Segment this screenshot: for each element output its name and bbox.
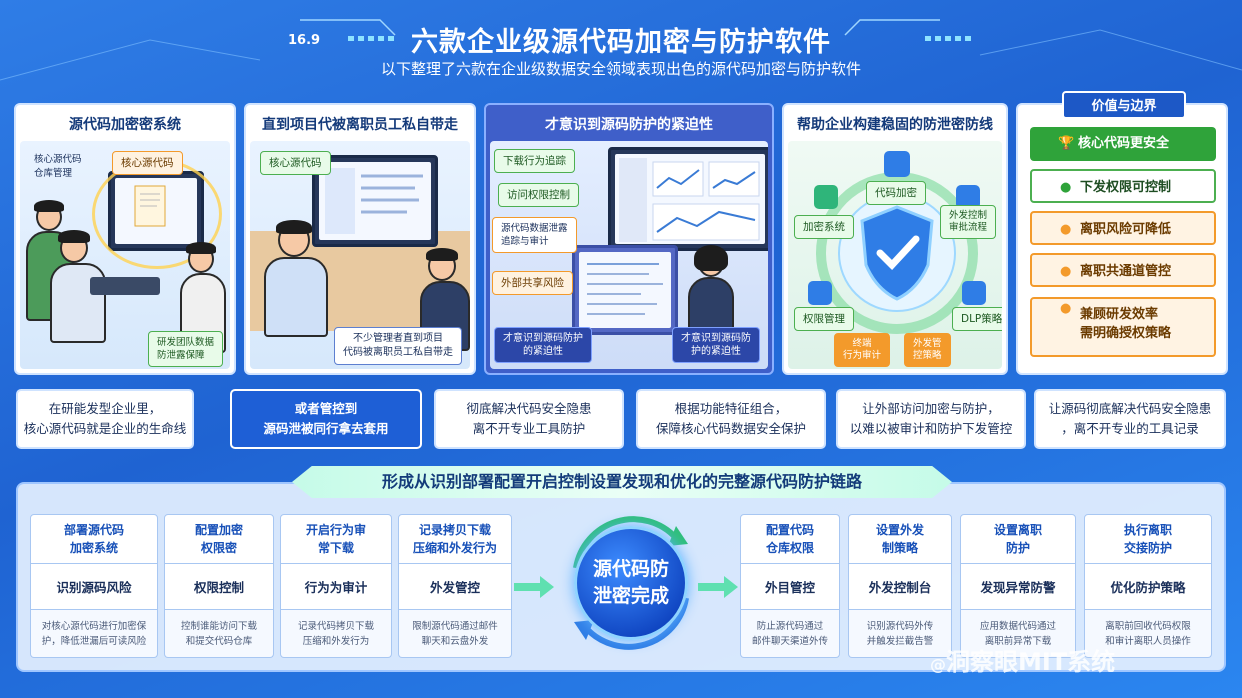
outgoing-tag: 外发控制 审批流程: [940, 205, 997, 239]
caption-card: 让外部访问加密与防护， 以难以被审计和防护下发管控: [836, 389, 1026, 449]
urgency-tag: 才意识到源码防护 的紧迫性: [494, 327, 592, 363]
urgency-tag: 才意识到源码防 护的紧迫性: [672, 327, 760, 363]
download-tag: 下载行为追踪: [494, 149, 575, 173]
value-heading: 价值与边界: [1062, 91, 1186, 119]
value-item: ● 离职风险可降低: [1030, 211, 1216, 245]
access-tag: 访问权限控制: [498, 183, 579, 207]
value-item: 🏆 核心代码更安全: [1030, 127, 1216, 161]
chain-step: 设置外发制策略 外发控制台 识别源代码外传并触发拦截告警: [848, 514, 952, 658]
chain-step: 执行离职交接防护 优化防护策略 离职前回收代码权限和审计离职人员操作: [1084, 514, 1212, 658]
dlp-tag: DLP策略: [952, 307, 1002, 331]
leak-tag: 源代码数据泄露 追踪与审计: [492, 217, 577, 253]
policy-tag: 外发管 控策略: [904, 333, 951, 367]
page-subtitle: 以下整理了六款在企业级数据安全领域表现出色的源代码加密与防护软件: [380, 60, 861, 78]
panel-title: 才意识到源码防护的紧迫性: [545, 117, 713, 133]
dash-decoration: [348, 36, 398, 41]
pin-icon: ●: [1060, 222, 1072, 237]
panel-defense-line: 帮助企业构建稳固的防泄密防线 代码加密 加密系统 外发控制 审批流程 权限管理 …: [782, 103, 1008, 375]
share-risk-tag: 外部共享风险: [492, 271, 573, 295]
office-scene: 核心源代码仓库管理 核心源代码 研发团队数据 防泄露保障: [20, 141, 230, 369]
panel-title: 直到项目代被离职员工私自带走: [262, 117, 458, 133]
scene-label: 核心源代码仓库管理: [34, 154, 82, 179]
trophy-icon: 🏆: [1058, 136, 1075, 151]
chain-step: 配置代码仓库权限 外目管控 防止源代码通过邮件聊天渠道外传: [740, 514, 840, 658]
laptop-illustration: [572, 245, 678, 335]
caption-card: 彻底解决代码安全隐患 离不开专业工具防护: [434, 389, 624, 449]
version-label: 16.9: [288, 33, 321, 48]
shield-illustration: [808, 151, 986, 334]
value-item: ● 兼顾研发效率 需明确授权策略: [1030, 297, 1216, 357]
caption-card: 根据功能特征组合， 保障核心代码数据安全保护: [636, 389, 826, 449]
departure-tag: 不少管理者直到项目 代码被离职员工私自带走: [334, 327, 462, 365]
caption-card: 或者管控到 源码泄被同行拿去套用: [230, 389, 422, 449]
panel-encryption-system: 源代码加密密系统 核心源代码仓库管理 核心源代码 研发团队数据 防泄露保障: [14, 103, 236, 375]
chain-step: 设置离职防护 发现异常防警 应用数据代码通过离职前异常下载: [960, 514, 1076, 658]
panel-awareness: 才意识到源码防护的紧迫性 下载行为追踪 访问权限控制 源代码数据泄露 追踪与审计…: [484, 103, 774, 375]
center-completion-badge: 源代码防 泄密完成: [574, 526, 688, 640]
header: 16.9 六款企业级源代码加密与防护软件 以下整理了六款在企业级数据安全领域表现…: [0, 0, 1242, 96]
page-title: 六款企业级源代码加密与防护软件: [411, 27, 831, 58]
audit-tag: 终端 行为审计: [834, 333, 891, 367]
permission-tag: 权限管理: [794, 307, 854, 331]
panel-title: 帮助企业构建稳固的防泄密防线: [797, 117, 993, 133]
monitor-illustration: [608, 147, 768, 251]
chain-step: 配置加密权限密 权限控制 控制谁能访问下载和提交代码仓库: [164, 514, 274, 658]
defense-scene: 代码加密 加密系统 外发控制 审批流程 权限管理 DLP策略 终端 行为审计 外…: [788, 141, 1002, 369]
code-encrypt-tag: 代码加密: [866, 181, 926, 205]
cycle-ring-icon: [573, 516, 689, 650]
pin-icon: ●: [1060, 264, 1072, 279]
chain-banner: 形成从识别部署配置开启控制设置发现和优化的完整源代码防护链路: [292, 466, 952, 498]
value-item: ● 离职共通道管控: [1030, 253, 1216, 287]
chain-step: 部署源代码加密系统 识别源码风险 对核心源代码进行加密保护，降低泄漏后可读风险: [30, 514, 158, 658]
panel-title: 源代码加密密系统: [69, 117, 181, 133]
pin-icon: ●: [1060, 180, 1072, 195]
caption-card: 在研能发型企业里， 核心源代码就是企业的生命线: [16, 389, 194, 449]
caption-card: 让源码彻底解决代码安全隐患 ，离不开专业的工具记录: [1034, 389, 1226, 449]
chain-step: 开启行为审常下载 行为为审计 记录代码拷贝下载压缩和外发行为: [280, 514, 392, 658]
watermark: @洞察眼MIT系统: [930, 648, 1116, 676]
monitor-illustration: [312, 155, 438, 247]
dash-decoration: [925, 36, 975, 41]
code-tag: 核心源代码: [260, 151, 331, 175]
value-panel: 价值与边界 🏆 核心代码更安全 ● 下发权限可控制 ● 离职风险可降低 ● 离职…: [1016, 91, 1228, 375]
code-tag: 核心源代码: [112, 151, 183, 175]
protection-tag: 研发团队数据 防泄露保障: [148, 331, 224, 367]
panel-departure-risk: 直到项目代被离职员工私自带走 核心源代码 不少管理者直到项目 代码被离职员工私自…: [244, 103, 476, 375]
value-item: ● 下发权限可控制: [1030, 169, 1216, 203]
chain-step: 记录拷贝下载压缩和外发行为 外发管控 限制源代码通过邮件聊天和云盘外发: [398, 514, 512, 658]
office-scene: 下载行为追踪 访问权限控制 源代码数据泄露 追踪与审计 外部共享风险 才意识到源…: [490, 141, 768, 369]
arrow-right-icon: [698, 576, 738, 598]
keyboard-illustration: [90, 277, 160, 295]
pin-icon: ●: [1060, 301, 1072, 316]
encrypt-system-tag: 加密系统: [794, 215, 854, 239]
arrow-right-icon: [514, 576, 554, 598]
office-scene: 核心源代码 不少管理者直到项目 代码被离职员工私自带走: [250, 141, 470, 369]
